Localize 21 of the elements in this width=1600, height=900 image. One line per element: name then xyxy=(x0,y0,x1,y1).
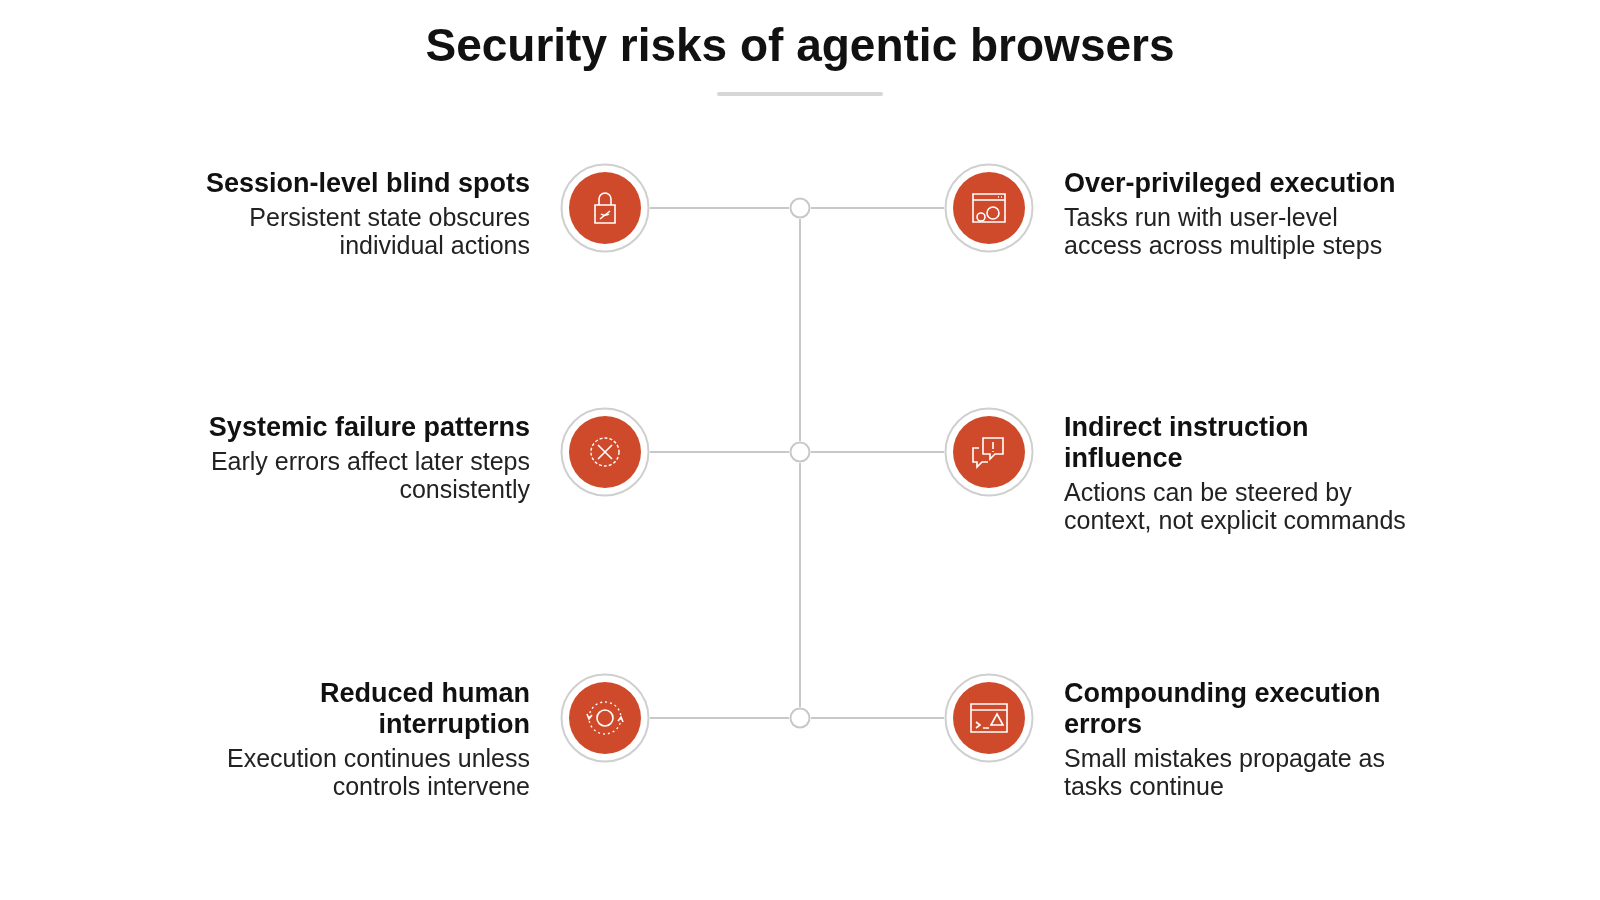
risk-description: Early errors affect later steps consistently xyxy=(209,447,530,503)
risk-heading: Indirect instruction influence xyxy=(1064,412,1310,474)
risk-heading: Session-level blind spots xyxy=(204,168,530,199)
connector-line xyxy=(649,207,790,209)
risk-description: Execution continues unless controls intervene xyxy=(226,744,530,800)
risk-heading: Over-privileged execution xyxy=(1064,168,1397,199)
risk-heading: Compounding execution errors xyxy=(1064,678,1382,740)
connector-line xyxy=(799,218,801,442)
risk-description: Tasks run with user-level access across multiple steps xyxy=(1064,203,1384,259)
risk-heading: Reduced human interruption xyxy=(318,678,530,740)
risk-heading: Systemic failure patterns xyxy=(207,412,530,443)
title: Security risks of agentic browsers xyxy=(424,18,1176,72)
risk-description: Small mistakes propagate as tasks continue xyxy=(1064,744,1386,800)
connector-line xyxy=(649,451,790,453)
connector-line xyxy=(810,207,945,209)
risk-description: Persistent state obscures individual actions xyxy=(248,203,530,259)
connector-line xyxy=(649,717,790,719)
connector-line xyxy=(810,451,945,453)
connector-line xyxy=(810,717,945,719)
risk-description: Actions can be steered by context, not explicit commands xyxy=(1064,478,1407,534)
connector-line xyxy=(799,462,801,708)
